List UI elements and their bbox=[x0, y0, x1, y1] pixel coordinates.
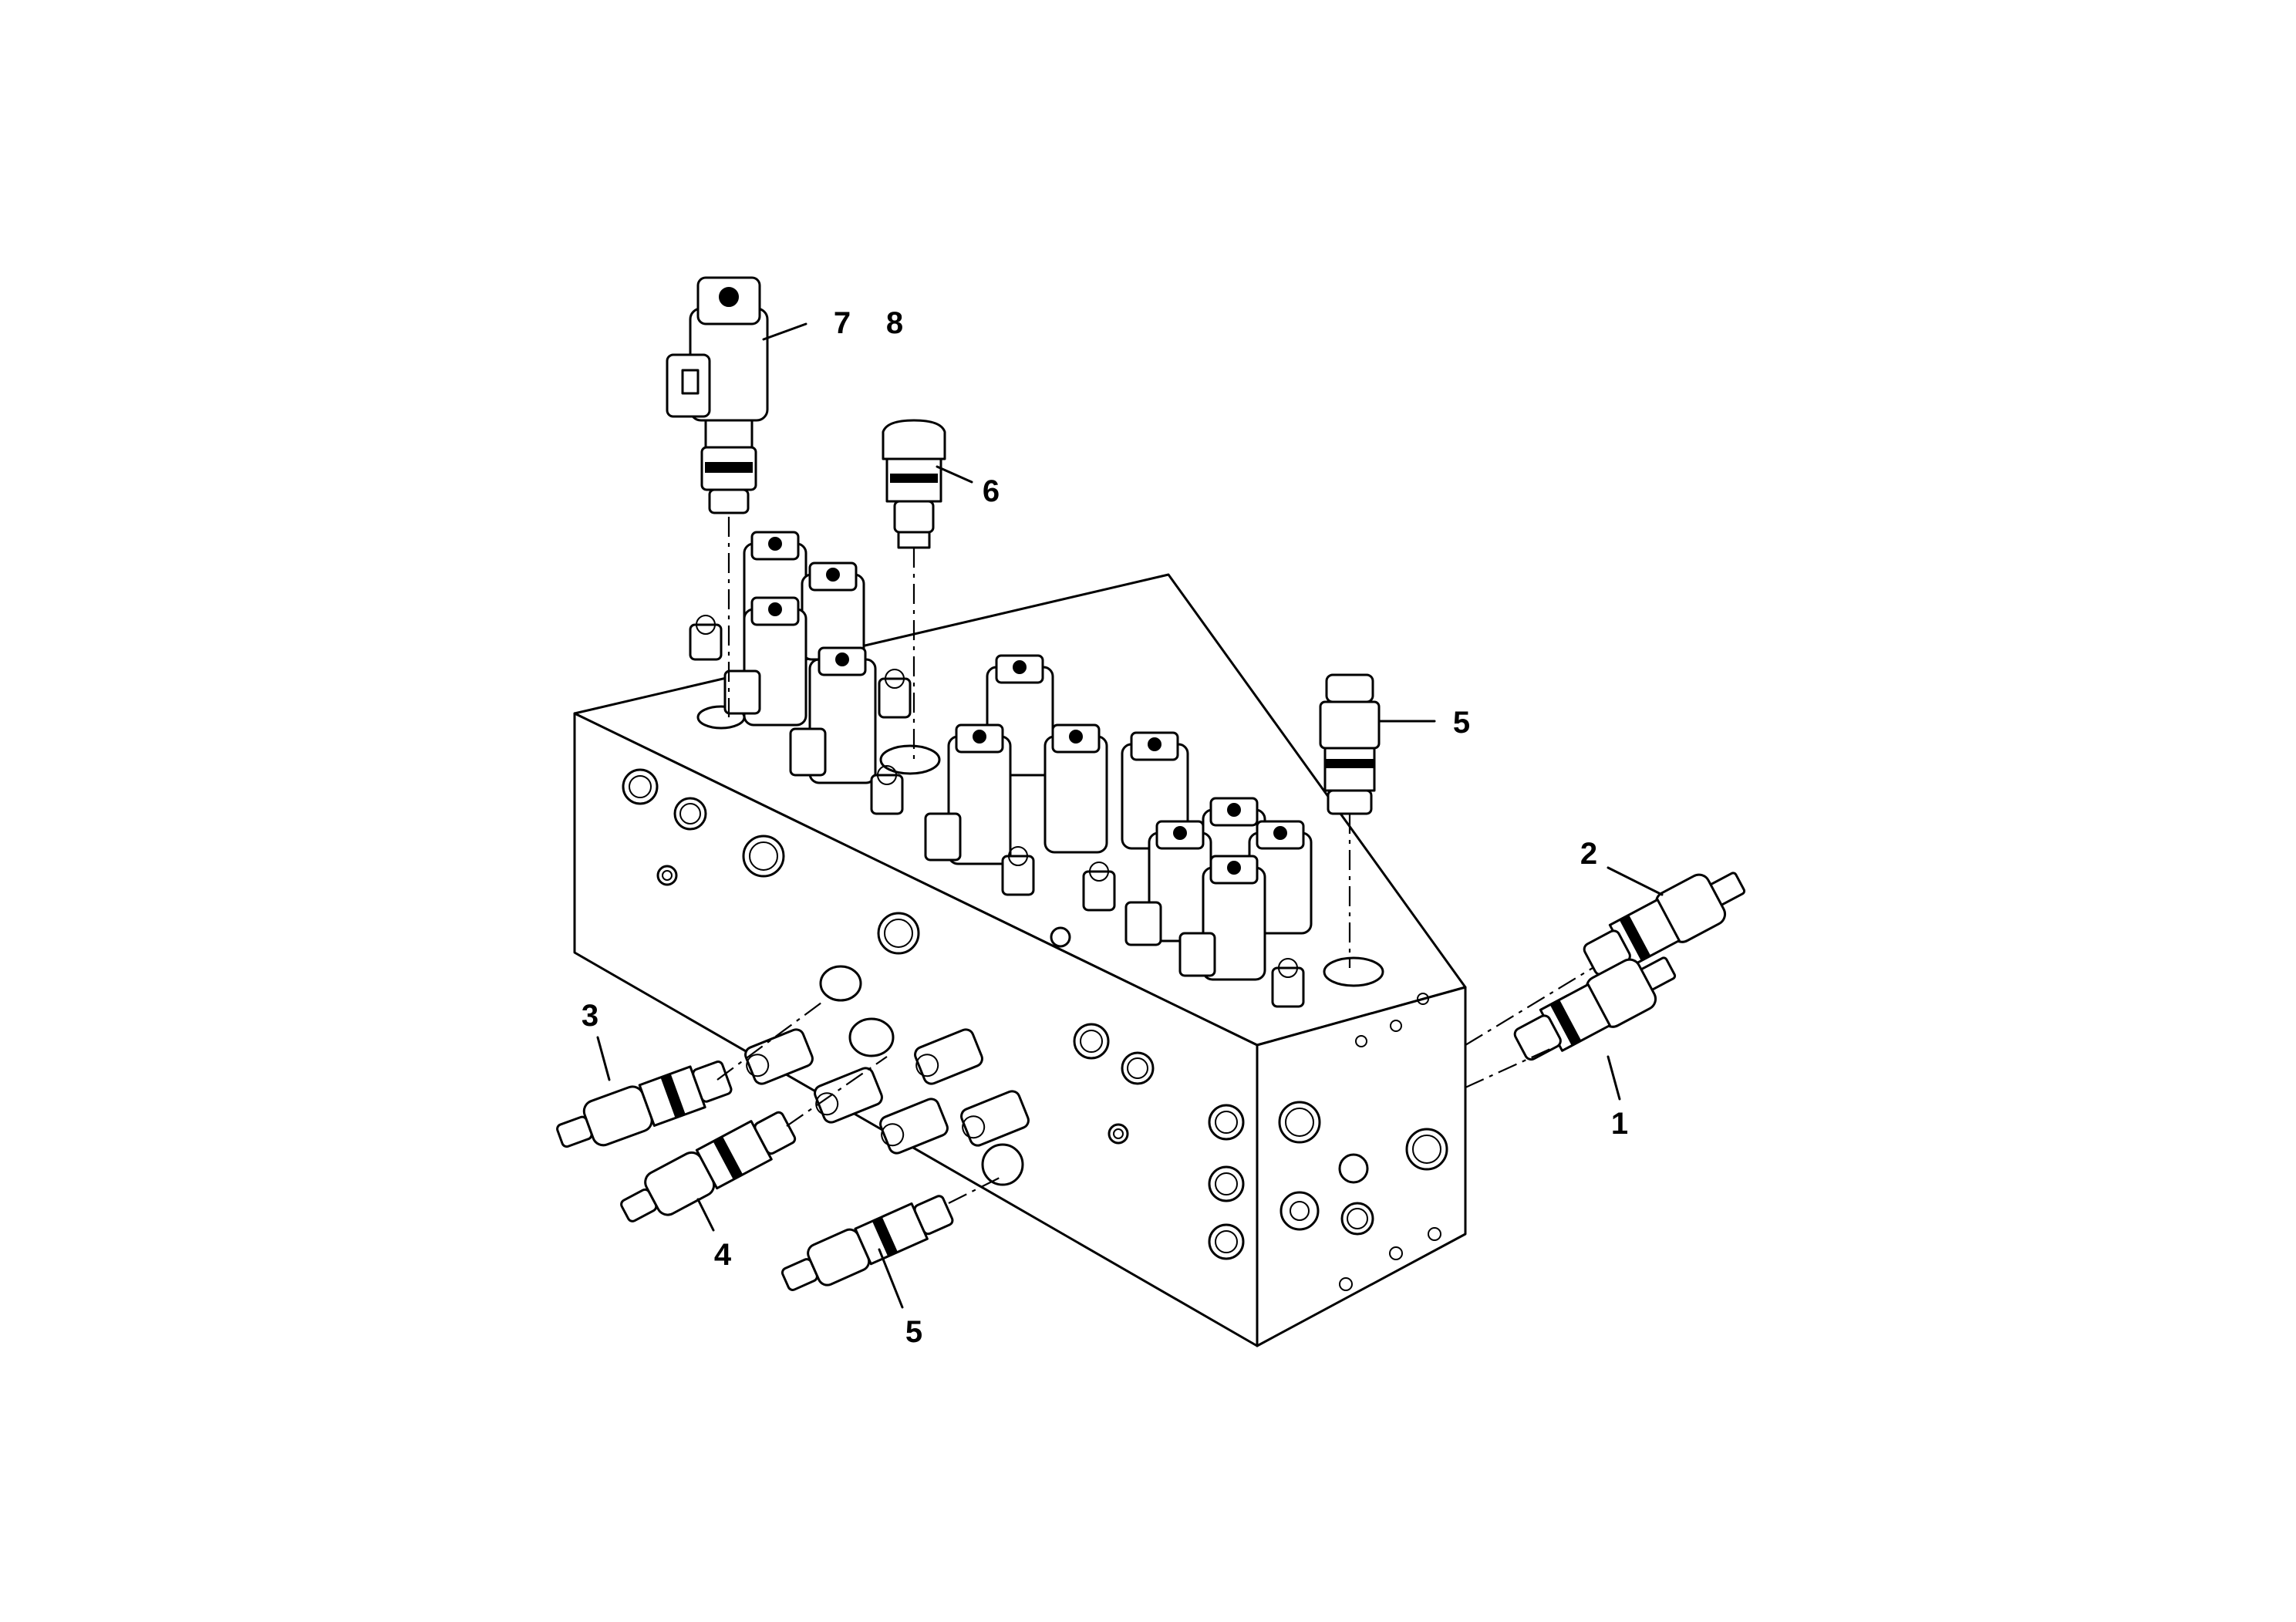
solenoid-valve bbox=[1178, 855, 1266, 981]
callout-5-upper: 5 bbox=[1453, 706, 1470, 740]
front-face-ports bbox=[622, 768, 1155, 1186]
callout-6: 6 bbox=[983, 474, 1000, 508]
callout-7: 7 bbox=[834, 306, 851, 340]
callout-1: 1 bbox=[1611, 1107, 1628, 1141]
part-5-upper-cartridge bbox=[1319, 673, 1381, 968]
leader-7 bbox=[762, 322, 807, 341]
part-1-axis bbox=[1465, 1047, 1551, 1089]
solenoid-valve bbox=[1124, 820, 1212, 946]
solenoid-valve bbox=[1043, 723, 1108, 854]
leader-1 bbox=[1607, 1055, 1621, 1101]
leader-4 bbox=[696, 1198, 715, 1232]
part-5-lower-cartridge bbox=[781, 1195, 954, 1291]
solenoid-valve-stack bbox=[689, 531, 1313, 1008]
leader-2 bbox=[1607, 866, 1664, 896]
callout-3: 3 bbox=[582, 999, 598, 1033]
solenoid-valve bbox=[723, 596, 807, 727]
leader-6 bbox=[936, 465, 973, 484]
callout-8: 8 bbox=[886, 306, 903, 340]
part-5-lower-axis bbox=[948, 1175, 1003, 1204]
part-4-axis bbox=[786, 1056, 888, 1127]
part-3-cartridge bbox=[556, 1061, 733, 1148]
part-3-axis bbox=[716, 1002, 822, 1081]
solenoid-valve bbox=[924, 723, 1012, 865]
callout-5-lower: 5 bbox=[905, 1315, 922, 1349]
block-end-face bbox=[1256, 986, 1467, 1347]
end-face-ports bbox=[1208, 993, 1448, 1291]
leader-3 bbox=[596, 1036, 611, 1081]
callout-4: 4 bbox=[714, 1238, 732, 1272]
installed-cartridges bbox=[744, 1028, 1030, 1155]
top-face-plugs bbox=[689, 615, 1305, 1008]
solenoid-valve bbox=[789, 646, 877, 784]
part-6-plug-cartridge bbox=[882, 419, 946, 760]
part-1-relief-cartridge bbox=[1513, 956, 1677, 1061]
leader-lines bbox=[596, 322, 1664, 1309]
part-4-cartridge bbox=[620, 1111, 797, 1222]
part-7-8-solenoid-cartridge bbox=[666, 276, 769, 717]
leader-5b bbox=[878, 1248, 904, 1309]
solenoid-valve bbox=[801, 561, 865, 661]
callout-2: 2 bbox=[1580, 837, 1597, 871]
top-face-ports bbox=[696, 705, 1384, 987]
part-2-axis bbox=[1465, 967, 1593, 1046]
